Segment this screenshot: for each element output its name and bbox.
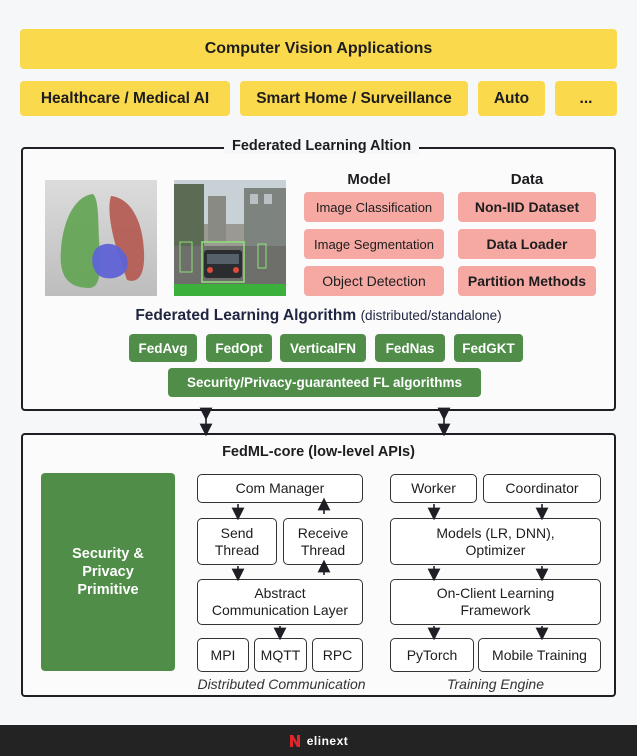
data-header: Data — [510, 171, 544, 188]
app-smart-home: Smart Home / Surveillance — [240, 81, 468, 116]
com-manager-box: Com Manager — [197, 474, 363, 503]
algo-fednas: FedNas — [375, 334, 445, 362]
model-item-object-detection: Object Detection — [304, 266, 444, 296]
pytorch-box: PyTorch — [390, 638, 474, 672]
abstract-communication-layer-box: Abstract Communication Layer — [197, 579, 363, 625]
core-panel-title: FedML-core (low-level APIs) — [222, 444, 415, 460]
model-item-image-segmentation: Image Segmentation — [304, 229, 444, 259]
footer-brand: elinext — [306, 733, 349, 748]
app-more: ... — [555, 81, 617, 116]
model-header: Model — [347, 171, 391, 188]
algo-fedopt: FedOpt — [206, 334, 272, 362]
app-healthcare: Healthcare / Medical AI — [20, 81, 230, 116]
algo-security-privacy: Security/Privacy-guaranteed FL algorithm… — [168, 368, 481, 397]
on-client-learning-framework-box: On-Client Learning Framework — [390, 579, 601, 625]
coordinator-box: Coordinator — [483, 474, 601, 503]
protocol-rpc: RPC — [312, 638, 363, 672]
footer-bar: elinext — [0, 725, 637, 756]
app-auto: Auto — [478, 81, 545, 116]
fl-panel-title: Federated Learning Altion — [224, 138, 420, 154]
security-privacy-primitive: Security & Privacy Primitive — [41, 473, 175, 671]
lung-xray-image — [45, 180, 157, 296]
training-engine-caption: Training Engine — [446, 676, 545, 692]
data-item-non-iid: Non-IID Dataset — [458, 192, 596, 222]
algo-fedgkt: FedGKT — [454, 334, 523, 362]
algorithm-subtitle: (distributed/standalone) — [360, 308, 502, 323]
elinext-logo-icon — [289, 734, 301, 748]
models-optimizer-box: Models (LR, DNN), Optimizer — [390, 518, 601, 565]
algo-verticalfn: VerticalFN — [280, 334, 366, 362]
mobile-training-box: Mobile Training — [478, 638, 601, 672]
algo-fedavg: FedAvg — [129, 334, 197, 362]
algorithm-title: Federated Learning Algorithm — [135, 307, 357, 324]
protocol-mpi: MPI — [197, 638, 249, 672]
send-thread-box: Send Thread — [197, 518, 277, 565]
protocol-mqtt: MQTT — [254, 638, 307, 672]
model-item-image-classification: Image Classification — [304, 192, 444, 222]
worker-box: Worker — [390, 474, 477, 503]
data-item-partition-methods: Partition Methods — [458, 266, 596, 296]
receive-thread-box: Receive Thread — [283, 518, 363, 565]
applications-title: Computer Vision Applications — [20, 29, 617, 69]
street-scene-image — [174, 180, 286, 296]
distributed-communication-caption: Distributed Communication — [197, 676, 366, 692]
data-item-data-loader: Data Loader — [458, 229, 596, 259]
algorithm-heading: Federated Learning Algorithm (distribute… — [21, 307, 616, 325]
